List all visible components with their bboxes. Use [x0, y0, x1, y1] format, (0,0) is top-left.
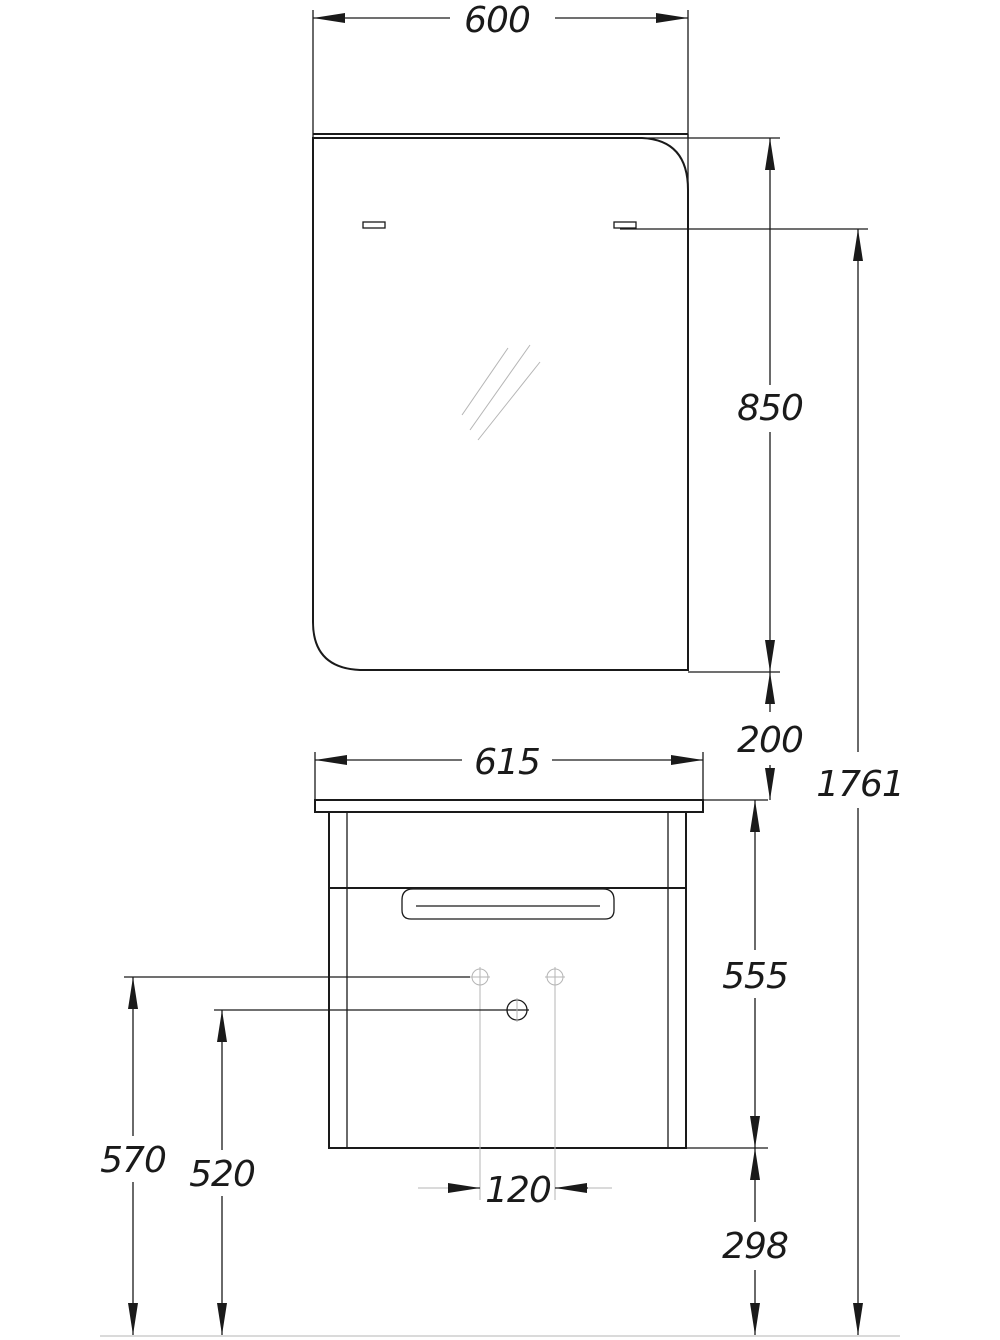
- cabinet-body: [328, 811, 687, 1149]
- dimension-gap: 200: [737, 672, 804, 800]
- dimension-top-width: 615: [314, 742, 704, 800]
- dimension-label-615: 615: [474, 742, 540, 783]
- dimension-label-555: 555: [722, 956, 788, 997]
- dimension-floor-clearance: 298: [722, 1148, 789, 1335]
- vanity-cabinet: [314, 799, 704, 1200]
- mirror-reflection-icon: [461, 344, 541, 441]
- dimension-mirror-height: 850: [640, 137, 804, 673]
- drawer-handle-icon: [401, 888, 615, 920]
- dimension-pipe-lower: 520: [189, 1009, 505, 1335]
- dimension-label-200: 200: [737, 720, 803, 761]
- drain-marker-icon: [505, 998, 529, 1022]
- pipe-marker-icon: [470, 967, 490, 987]
- dimension-total-height: 1761: [620, 228, 905, 1335]
- mirror-bracket-left: [362, 221, 386, 229]
- dimension-label-850: 850: [737, 388, 803, 429]
- dimension-label-1761: 1761: [816, 764, 904, 805]
- countertop: [314, 799, 704, 813]
- mirror: [312, 133, 689, 671]
- mirror-outline: [312, 137, 689, 671]
- dimension-label-298: 298: [722, 1226, 788, 1267]
- pipe-marker-icon: [545, 967, 565, 987]
- dimension-label-600: 600: [464, 0, 530, 41]
- dimension-pipe-upper: 570: [100, 976, 470, 1335]
- dimension-label-120: 120: [485, 1170, 551, 1211]
- dimension-pipe-spacing: 120: [418, 1170, 612, 1211]
- dimension-label-570: 570: [100, 1140, 166, 1181]
- dimension-label-520: 520: [189, 1154, 255, 1195]
- dimension-cabinet-height: 555: [686, 799, 789, 1149]
- mirror-bracket-right: [613, 221, 637, 229]
- dimension-mirror-width: 600: [312, 0, 689, 138]
